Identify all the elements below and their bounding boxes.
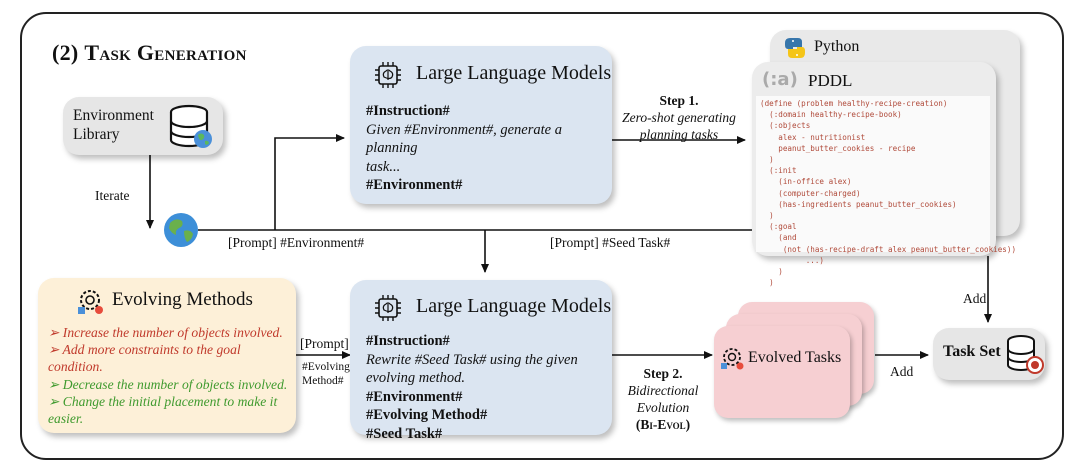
prompt-seed-label: [Prompt] #Seed Task# [550, 235, 671, 250]
globe-icon [164, 213, 198, 247]
llm-top-box: Large Language Models #Instruction# Give… [350, 46, 612, 204]
task-generation-frame [20, 12, 1064, 460]
evolving-methods-list: ➢ Increase the number of objects involve… [48, 324, 294, 427]
llm-bottom-title: Large Language Models [416, 295, 612, 317]
database-target-icon [1007, 335, 1044, 374]
gear-evolve-icon [721, 348, 744, 370]
add-label-right: Add [890, 364, 914, 379]
list-item: ➢ Decrease the number of objects involve… [48, 376, 288, 392]
llm-bottom-box: Large Language Models #Instruction# Rewr… [350, 280, 612, 442]
pddl-icon: (:a) [762, 69, 798, 90]
llm-top-title: Large Language Models [416, 62, 612, 84]
task-set-label: Task Set [943, 343, 1001, 360]
evolved-tasks-card: Evolved Tasks [714, 326, 850, 418]
step1-label: Step 1. Zero-shot generating planning ta… [622, 93, 736, 142]
list-item: ➢ Increase the number of objects involve… [48, 325, 283, 340]
prompt-env-arrow [274, 134, 345, 230]
prompt-evolving-head: [Prompt] [300, 336, 349, 351]
list-item: ➢ Change the initial placement to make i… [48, 393, 278, 427]
database-globe-icon [169, 104, 212, 148]
prompt-env-label: [Prompt] #Environment# [228, 235, 365, 250]
python-label: Python [814, 38, 860, 55]
environment-library-label: Environment Library [73, 107, 154, 143]
gear-evolve-icon [78, 290, 103, 314]
evolving-methods-box: Evolving Methods ➢ Increase the number o… [38, 278, 296, 433]
evolved-tasks-label: Evolved Tasks [748, 349, 842, 366]
pddl-card: (:a) PDDL (define (problem healthy-recip… [752, 62, 1016, 287]
task-set-box: Task Set [933, 328, 1045, 380]
pddl-code: (define (problem healthy-recipe-creation… [760, 99, 1017, 288]
evolving-methods-title: Evolving Methods [112, 289, 253, 310]
pddl-code-panel: (define (problem healthy-recipe-creation… [756, 96, 1016, 287]
python-logo-icon [785, 38, 805, 58]
add-label-down: Add [963, 291, 987, 306]
iterate-label: Iterate [95, 188, 130, 203]
pddl-label: PDDL [808, 71, 853, 90]
prompt-evolving-label: #Evolving Method# [302, 361, 350, 387]
environment-library-box: Environment Library [63, 97, 223, 155]
llm-top-body: #Instruction# Given #Environment#, gener… [366, 103, 562, 193]
section-title: (2) Task Generation [52, 40, 247, 65]
llm-bottom-body: #Instruction# Rewrite #Seed Task# using … [366, 333, 578, 442]
brain-chip-icon [375, 295, 401, 321]
step2-label: Step 2. Bidirectional Evolution (Bi-Evol… [627, 366, 699, 432]
brain-chip-icon [375, 62, 401, 88]
